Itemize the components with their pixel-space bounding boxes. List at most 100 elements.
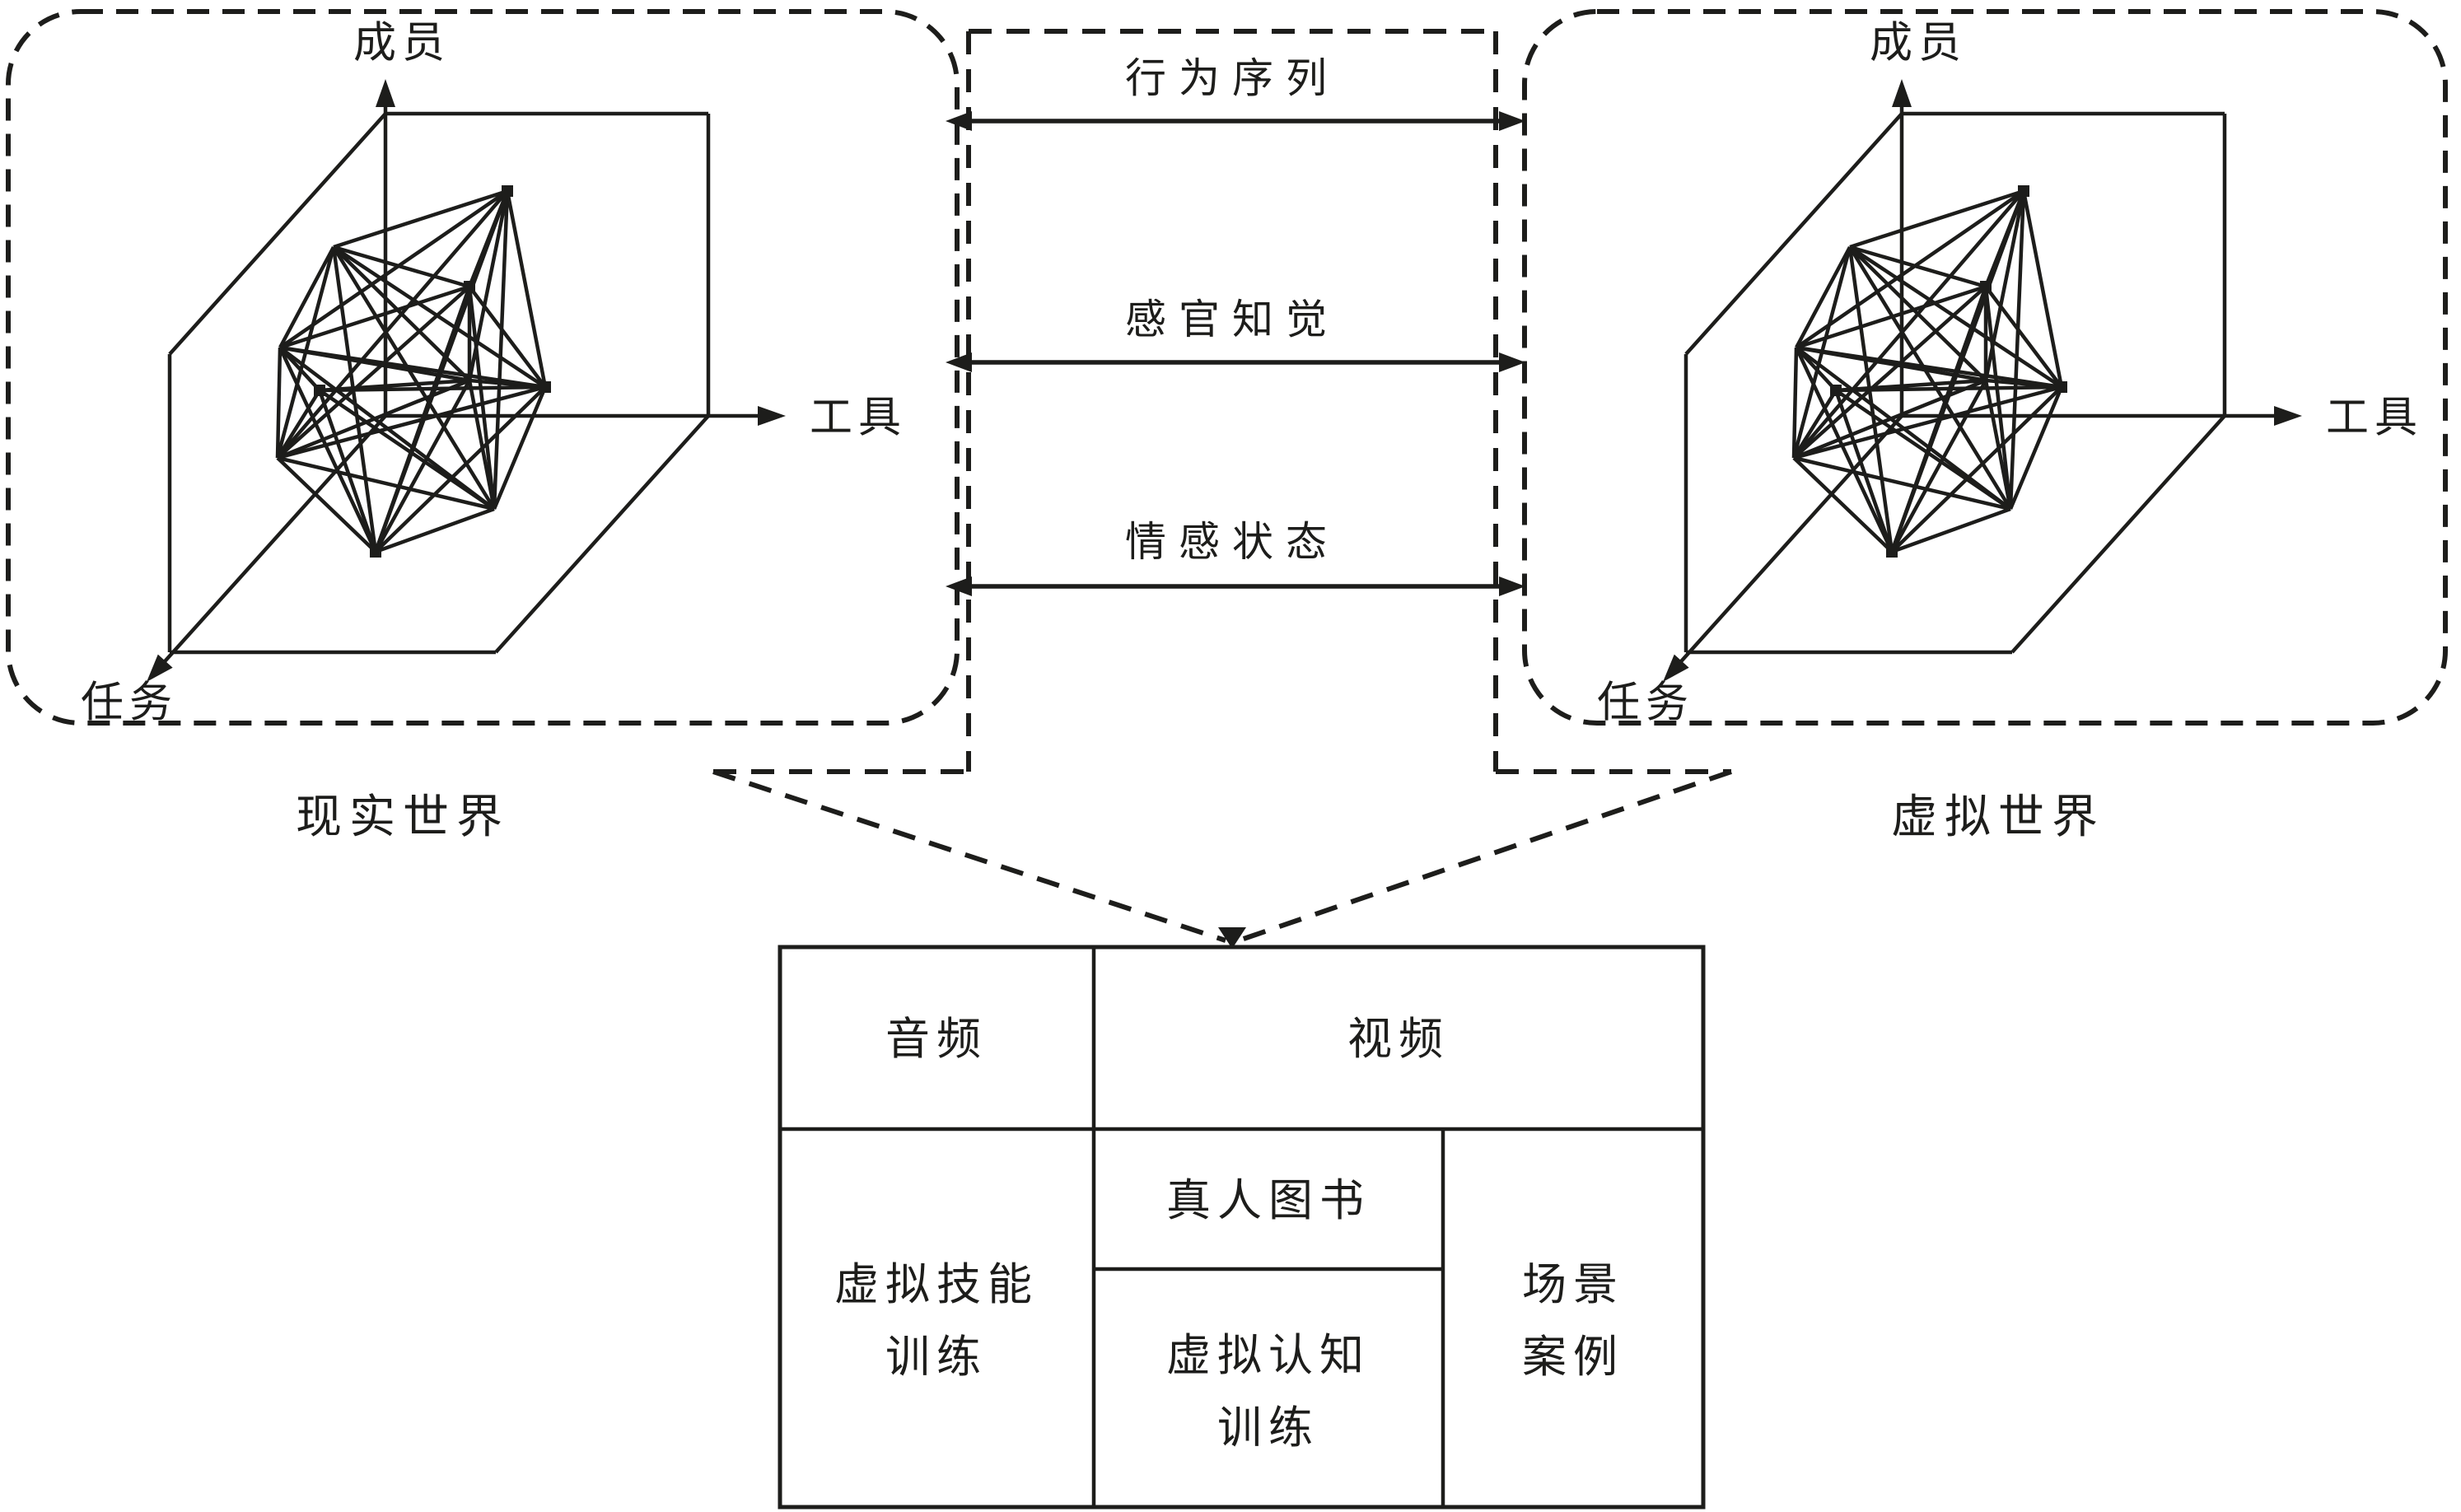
arrowhead-left [946, 576, 972, 596]
network-edge [1794, 347, 1894, 553]
funnel-arrowhead [1218, 927, 1246, 949]
task-axis [1666, 414, 1903, 678]
network-node [539, 381, 551, 393]
network-edge [1849, 245, 1987, 289]
table-cell-label-virtual-cognitive-training: 训练 [1217, 1403, 1319, 1453]
network-node [2056, 381, 2067, 393]
network-edge [319, 385, 546, 393]
network-node [2018, 185, 2029, 197]
arrowhead-right [1499, 576, 1525, 596]
table-cell-video: 视频 [1347, 1015, 1450, 1064]
network-edge [317, 390, 378, 553]
table-cell-audio: 音频 [885, 1015, 988, 1064]
network-edge [1984, 285, 2063, 389]
team-network-graph [275, 185, 551, 558]
network-edge [278, 346, 321, 392]
network-edge [1834, 389, 2012, 511]
funnel-dashed-edge [1238, 769, 1732, 943]
network-edge [332, 245, 496, 511]
table-cell-label-audio: 音频 [885, 1015, 988, 1064]
task-axis [150, 414, 387, 678]
arrowhead-left [946, 352, 972, 372]
network-edge [279, 284, 470, 350]
network-edge [375, 506, 495, 554]
network-edge [1793, 378, 1987, 460]
member-axis-arrowhead [1892, 79, 1912, 107]
network-edge [278, 347, 378, 553]
table-outline [778, 945, 1706, 1510]
network-edge [1849, 189, 2024, 250]
tool-axis-arrowhead [758, 406, 786, 426]
network-edge [1793, 385, 2062, 460]
member-axis-arrowhead [376, 79, 395, 107]
network-edge [332, 245, 471, 382]
network-edge [1795, 189, 2025, 349]
link-label-behavior-sequence: 行为序列 [1125, 55, 1339, 101]
network-edge [276, 389, 321, 460]
network-edge [1835, 378, 1987, 393]
link-behavior-sequence: 行为序列 [946, 55, 1525, 131]
table-cell-label-video: 视频 [1347, 1015, 1450, 1064]
virtual-world-dashed-border [1522, 9, 2448, 726]
network-edge [1848, 245, 1987, 382]
network-node [502, 185, 513, 197]
network-edge [277, 455, 495, 511]
table-cell-real-person-books: 真人图书 [1166, 1176, 1371, 1225]
member-axis-label: 成员 [353, 21, 451, 68]
network-edge [276, 189, 509, 460]
network-edge [1791, 347, 1799, 459]
network-edge [492, 190, 510, 510]
network-edge [2008, 386, 2064, 510]
network-edge [1835, 385, 2062, 393]
network-edge [467, 286, 497, 510]
network-edge [1983, 190, 2026, 287]
virtual-world-label: 虚拟世界 [1891, 792, 2105, 843]
network-edge [1792, 456, 1894, 553]
network-edge [278, 189, 509, 349]
tool-axis-arrowhead [2274, 406, 2302, 426]
axes-box-edge [168, 112, 387, 356]
task-axis-arrowhead [1663, 654, 1689, 682]
network-edge [1889, 286, 1988, 553]
network-edge [1847, 246, 1894, 553]
network-edge [276, 285, 471, 460]
table-cell-label-real-person-books: 真人图书 [1166, 1176, 1371, 1225]
network-edge [277, 378, 470, 460]
network-edge [374, 385, 547, 553]
table-cell-label-virtual-skill-training: 训练 [885, 1332, 988, 1382]
link-label-emotional-state: 情感状态 [1125, 519, 1339, 565]
network-edge [1890, 379, 1987, 553]
axes-box-edge [1684, 112, 1903, 356]
table-cell-label-virtual-skill-training: 虚拟技能 [834, 1260, 1039, 1309]
network-node [1886, 546, 1898, 558]
network-node [314, 385, 325, 396]
network-edge [276, 456, 377, 553]
network-edge [468, 285, 547, 389]
network-edge [319, 378, 470, 393]
network-edge [374, 379, 471, 553]
network-edge [373, 286, 472, 553]
network-node [464, 281, 475, 292]
network-node [1980, 281, 1992, 292]
network-edge [505, 190, 548, 388]
network-node [370, 546, 381, 558]
arrowhead-right [1499, 111, 1525, 131]
network-edge [1792, 389, 1838, 460]
member-axis-label: 成员 [1870, 21, 1967, 68]
axes-box-edge [494, 414, 710, 654]
network-edge [467, 190, 510, 287]
task-axis-label: 任务 [1597, 680, 1694, 727]
network-edge [1891, 506, 2011, 554]
link-sensory-perception: 感官知觉 [946, 296, 1525, 372]
real-world-label: 现实世界 [296, 792, 510, 843]
arrowhead-right [1499, 352, 1525, 372]
network-edge [1833, 390, 1894, 553]
